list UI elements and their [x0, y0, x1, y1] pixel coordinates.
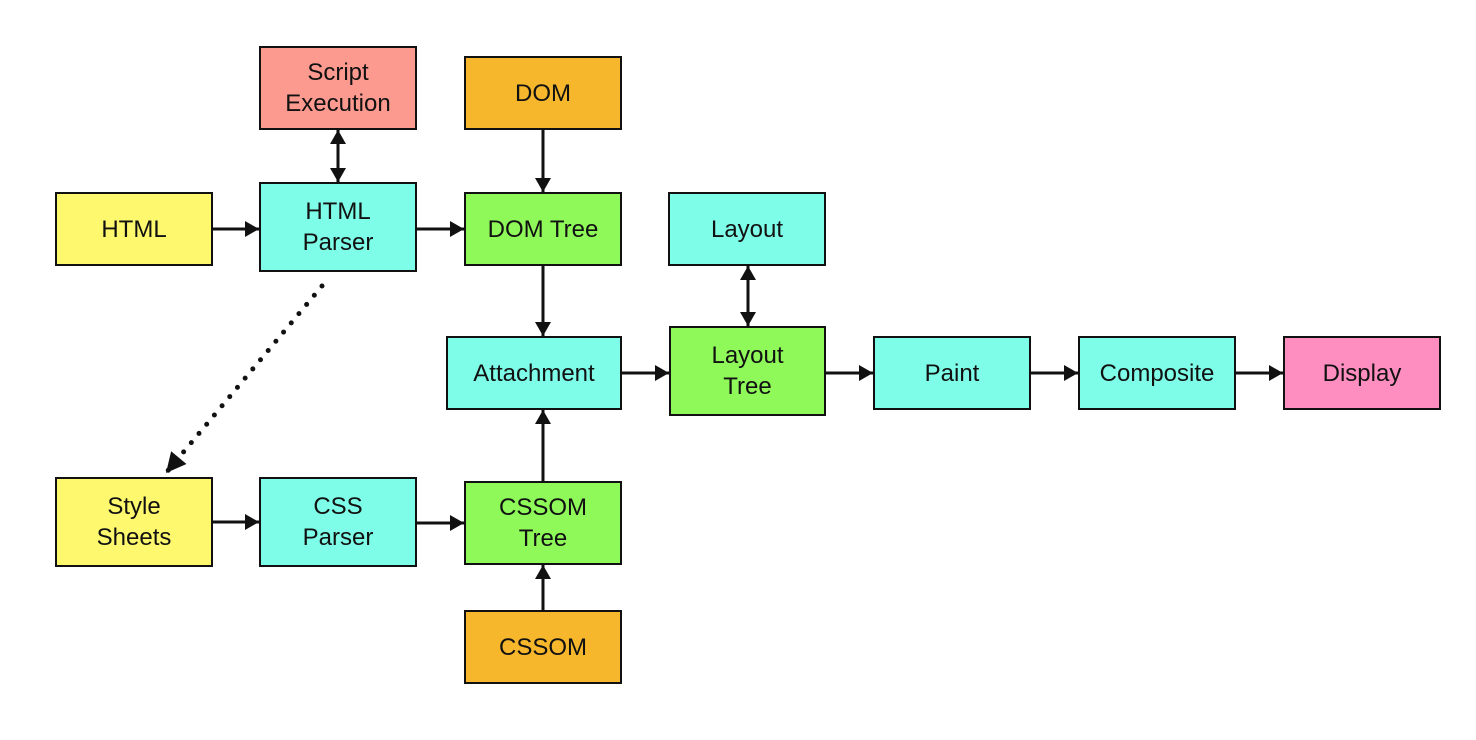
node-css-parser[interactable]: CSS Parser: [259, 477, 417, 567]
node-cssom[interactable]: CSSOM: [464, 610, 622, 684]
node-composite[interactable]: Composite: [1078, 336, 1236, 410]
arrowhead-icon: [245, 514, 259, 530]
node-label: DOM: [515, 79, 571, 107]
node-layout[interactable]: Layout: [668, 192, 826, 266]
arrowhead-icon: [166, 451, 187, 473]
node-label: CSS Parser: [302, 493, 374, 551]
arrowhead-icon: [859, 365, 873, 381]
node-script-execution[interactable]: Script Execution: [259, 46, 417, 130]
node-paint[interactable]: Paint: [873, 336, 1031, 410]
node-label: CSSOM Tree: [498, 494, 587, 552]
node-label: HTML Parser: [302, 198, 374, 256]
node-label: Style Sheets: [96, 493, 172, 551]
node-label: Attachment: [473, 359, 595, 387]
arrowhead-icon: [450, 515, 464, 531]
arrowhead-icon: [245, 221, 259, 237]
node-style-sheets[interactable]: Style Sheets: [55, 477, 213, 567]
arrowhead-icon: [330, 130, 346, 144]
arrowhead-icon: [1064, 365, 1078, 381]
edge-html-parser-to-style-sheets: [163, 283, 325, 476]
arrowhead-icon: [535, 410, 551, 424]
arrowhead-icon: [330, 168, 346, 182]
node-html[interactable]: HTML: [55, 192, 213, 266]
node-dom-tree[interactable]: DOM Tree: [464, 192, 622, 266]
node-attachment[interactable]: Attachment: [446, 336, 622, 410]
node-dom[interactable]: DOM: [464, 56, 622, 130]
node-label: DOM Tree: [487, 215, 599, 243]
arrowhead-icon: [1269, 365, 1283, 381]
arrowhead-icon: [450, 221, 464, 237]
node-display[interactable]: Display: [1283, 336, 1441, 410]
node-html-parser[interactable]: HTML Parser: [259, 182, 417, 272]
node-label: Composite: [1099, 359, 1215, 387]
arrowhead-icon: [535, 178, 551, 192]
node-label: Script Execution: [285, 59, 391, 117]
node-label: Layout Tree: [711, 342, 784, 400]
arrowhead-icon: [740, 266, 756, 280]
arrowhead-icon: [535, 565, 551, 579]
node-label: Paint: [924, 359, 980, 387]
arrowhead-icon: [740, 312, 756, 326]
arrowhead-icon: [535, 322, 551, 336]
node-label: Display: [1322, 359, 1402, 387]
node-cssom-tree[interactable]: CSSOM Tree: [464, 481, 622, 565]
arrowhead-icon: [655, 365, 669, 381]
node-label: CSSOM: [498, 633, 587, 661]
node-label: HTML: [101, 215, 167, 243]
node-layout-tree[interactable]: Layout Tree: [669, 326, 826, 416]
node-label: Layout: [710, 215, 784, 243]
